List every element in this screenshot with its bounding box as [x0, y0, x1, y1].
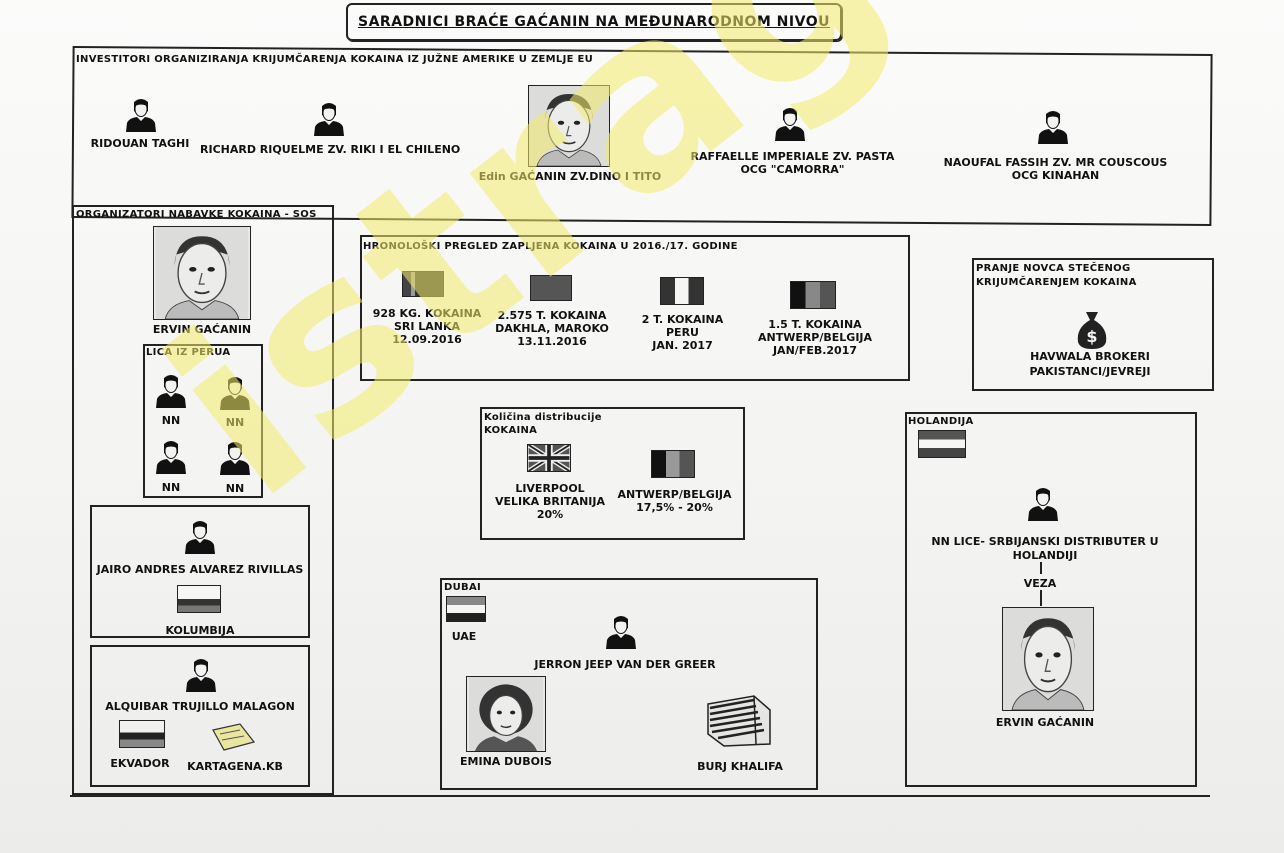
seizure-3-line1: 2 T. KOKAINA — [641, 313, 724, 326]
belgium-flag-icon — [651, 450, 695, 478]
investor-name-imperiale: RAFFAELLE IMPERIALE ZV. PASTA — [690, 150, 895, 163]
belgium-flag-icon — [790, 281, 836, 309]
dubai-country: UAE — [451, 630, 477, 643]
connector-line — [1040, 590, 1042, 606]
laundering-box — [972, 258, 1214, 391]
person-icon — [124, 96, 158, 132]
distribution-2-line2: 17,5% - 20% — [636, 501, 713, 514]
ecuador-place: KARTAGENA.KB — [187, 760, 283, 773]
page-title: SARADNICI BRAĆE GAĆANIN NA MEĐUNARODNOM … — [346, 3, 842, 41]
colombia-box — [90, 505, 310, 638]
seizure-4-line3: JAN/FEB.2017 — [772, 344, 858, 357]
investor-org-camorra: OCG "CAMORRA" — [740, 163, 845, 176]
person-icon — [218, 439, 252, 475]
organizer-main-name: ERVIN GAĆANIN — [152, 323, 252, 336]
seizure-1-line2: SRI LANKA — [393, 320, 461, 333]
laundering-header-line1: PRANJE NOVCA STEČENOG — [976, 263, 1131, 274]
ecuador-flag-icon — [119, 720, 165, 748]
distribution-header-line1: Količina distribucije — [484, 412, 602, 423]
connector-line — [1040, 562, 1042, 574]
svg-text:$: $ — [1086, 327, 1097, 346]
ecuador-box — [90, 645, 310, 787]
investor-name-edin: Edin GAĆANIN ZV.DINO I TITO — [478, 170, 662, 183]
holland-box — [905, 412, 1197, 787]
colombia-country: KOLUMBIJA — [165, 624, 235, 637]
seizure-4-line1: 1.5 T. KOKAINA — [768, 318, 862, 331]
laundering-label-line1: HAVWALA BROKERI — [1030, 350, 1150, 363]
portrait-photo-edin — [528, 85, 610, 167]
organizers-box — [72, 205, 334, 795]
peru-person-label: NN — [161, 414, 181, 427]
portrait-photo-ervin — [153, 226, 251, 320]
organizers-header: ORGANIZATORI NABAVKE KOKAINA - SOS — [76, 209, 317, 220]
uae-flag-icon — [446, 596, 486, 622]
seizure-1-line1: 928 KG. KOKAINA — [372, 307, 482, 320]
building-icon — [707, 695, 771, 747]
seizure-2-line1: 2.575 T. KOKAINA — [497, 309, 607, 322]
map-pin-icon — [212, 723, 256, 751]
person-icon — [1026, 485, 1060, 521]
peru-person-label: NN — [161, 481, 181, 494]
portrait-photo-ervin — [1002, 607, 1094, 711]
peru-flag-icon — [660, 277, 704, 305]
distribution-box — [480, 407, 745, 540]
seizure-3-line3: JAN. 2017 — [652, 339, 713, 352]
distribution-header-line2: KOKAINA — [484, 425, 538, 436]
peru-header: LICA IZ PERUA — [146, 347, 231, 358]
person-icon — [183, 518, 217, 554]
distribution-1-line2: VELIKA BRITANIJA — [494, 495, 605, 508]
investor-org-kinahan: OCG KINAHAN — [1011, 169, 1100, 182]
holland-person-line1: NN LICE- SRBIJANSKI DISTRIBUTER U — [931, 535, 1159, 548]
peru-person-label: NN — [225, 482, 245, 495]
peru-box — [143, 344, 263, 498]
investors-header: INVESTITORI ORGANIZIRANJA KRIJUMČARENJA … — [76, 54, 594, 65]
investor-name-taghi: RIDOUAN TAGHI — [90, 137, 190, 150]
person-icon — [184, 656, 218, 692]
colombia-flag-icon — [177, 585, 221, 613]
ecuador-person-name: ALQUIBAR TRUJILLO MALAGON — [105, 700, 295, 713]
investor-name-riquelme: RICHARD RIQUELME ZV. RIKI I EL CHILENO — [200, 143, 461, 156]
distribution-2-line1: ANTWERP/BELGIJA — [617, 488, 732, 501]
holland-link-label: VEZA — [1023, 577, 1057, 590]
dubai-box — [440, 578, 818, 790]
seizures-header: HRONOLOŠKI PREGLED ZAPLJENA KOKAINA U 20… — [363, 241, 738, 252]
laundering-header-line2: KRIJUMČARENJEM KOKAINA — [976, 277, 1137, 288]
dubai-header: DUBAI — [444, 582, 482, 593]
peru-person-label: NN — [225, 416, 245, 429]
distribution-1-line1: LIVERPOOL — [515, 482, 585, 495]
laundering-label-line2: PAKISTANCI/JEVREJI — [1029, 365, 1151, 378]
holland-person-line2: HOLANDIJI — [1012, 549, 1078, 562]
portrait-photo-emina — [466, 676, 546, 752]
netherlands-flag-icon — [918, 430, 966, 458]
holland-header: HOLANDIJA — [908, 416, 974, 427]
dubai-building-name: BURJ KHALIFA — [697, 760, 783, 773]
morocco-flag-icon — [530, 275, 572, 301]
dubai-person-name: JERRON JEEP VAN DER GREER — [534, 658, 716, 671]
uk-flag-icon — [527, 444, 571, 472]
person-icon — [218, 374, 252, 410]
person-icon — [154, 372, 188, 408]
seizure-4-line2: ANTWERP/BELGIJA — [757, 331, 873, 344]
seizures-box — [360, 235, 910, 381]
seizure-1-line3: 12.09.2016 — [392, 333, 462, 346]
person-icon — [312, 100, 346, 136]
distribution-1-line3: 20% — [536, 508, 564, 521]
ecuador-country: EKVADOR — [110, 757, 170, 770]
person-icon — [773, 105, 807, 141]
sri-lanka-flag-icon — [402, 271, 444, 297]
dubai-photo-name: EMINA DUBOIS — [460, 755, 552, 768]
person-icon — [154, 438, 188, 474]
money-bag-icon: $ — [1077, 312, 1107, 349]
seizure-2-line2: DAKHLA, MAROKO — [495, 322, 609, 335]
person-icon — [604, 613, 638, 649]
person-icon — [1036, 108, 1070, 144]
colombia-person-name: JAIRO ANDRES ALVAREZ RIVILLAS — [96, 563, 304, 576]
holland-photo-name: ERVIN GAĆANIN — [995, 716, 1095, 729]
seizure-2-line3: 13.11.2016 — [517, 335, 587, 348]
bottom-rule — [70, 795, 1210, 797]
seizure-3-line2: PERU — [666, 326, 699, 339]
investor-name-fassih: NAOUFAL FASSIH ZV. MR COUSCOUS — [943, 156, 1168, 169]
